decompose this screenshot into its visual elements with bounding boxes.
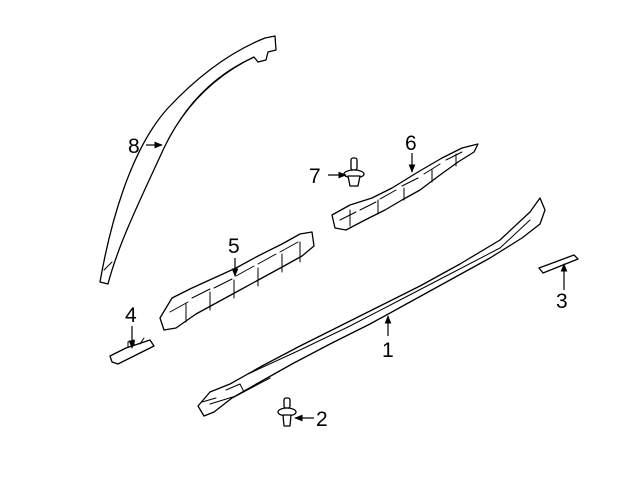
callout-3: 3 [556, 290, 568, 313]
callout-7: 7 [309, 165, 321, 188]
callout-5: 5 [228, 235, 240, 258]
rocker-moulding-part-1 [197, 197, 546, 417]
callout-2: 2 [316, 408, 328, 431]
bolt-part-2 [277, 397, 297, 427]
push-clip-part-7 [343, 157, 365, 187]
pillar-trim-part-8 [99, 35, 277, 285]
callout-1: 1 [382, 339, 394, 362]
rear-bracket-part-6 [331, 143, 479, 231]
trim-strip-part-3 [538, 254, 579, 274]
callout-4: 4 [125, 304, 137, 327]
mid-bracket-part-5 [159, 231, 315, 331]
callout-8: 8 [128, 135, 140, 158]
callout-6: 6 [405, 132, 417, 155]
